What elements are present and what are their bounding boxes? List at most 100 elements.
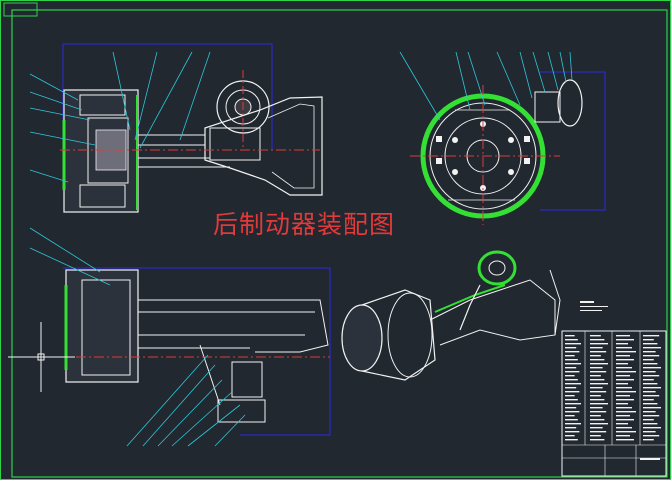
parts-list-row-stroke: [565, 343, 581, 345]
isometric-view: [341, 250, 561, 381]
parts-list-row-stroke: [565, 335, 575, 337]
dimension-frame-right: [540, 71, 606, 211]
parts-list-row-stroke: [616, 351, 636, 353]
camshaft-bracket: [209, 127, 261, 161]
corner-code-box: [3, 2, 38, 17]
iso-arm-highlight: [434, 284, 506, 313]
parts-list-row-stroke: [616, 399, 634, 401]
leader-lines-bottom-left: [29, 227, 246, 447]
parts-list-rows: [565, 335, 661, 441]
parts-list-row-stroke: [590, 395, 601, 397]
drum-inner-section: [81, 279, 131, 376]
parts-list-row-stroke: [565, 359, 578, 361]
parts-list-row-stroke: [565, 375, 575, 377]
parts-list-row-stroke: [643, 375, 660, 377]
top-left-view: [29, 43, 323, 213]
parts-list-row-stroke: [590, 343, 608, 345]
parts-list-row-stroke: [590, 407, 603, 409]
title-block-mark: [640, 458, 660, 460]
parts-list-row-stroke: [643, 399, 654, 401]
parts-list-row-stroke: [643, 395, 660, 397]
parts-list-row-stroke: [590, 347, 603, 349]
parts-list-row-stroke: [643, 335, 660, 337]
parts-list-row-stroke: [565, 351, 580, 353]
parts-list-row-stroke: [565, 423, 581, 425]
parts-list-row-stroke: [565, 371, 580, 373]
parts-list-row-stroke: [590, 375, 601, 377]
parts-list-row-stroke: [590, 415, 601, 417]
parts-list-row-stroke: [565, 387, 577, 389]
leader-lines-top-left: [29, 51, 211, 183]
iso-drum: [361, 289, 436, 381]
parts-list-row-stroke: [616, 367, 632, 369]
parts-list-row-stroke: [590, 427, 603, 429]
axle-beam-lines: [138, 299, 320, 349]
parts-list-row-stroke: [616, 363, 628, 365]
iso-bracket: [549, 269, 561, 336]
parts-list-row-stroke: [616, 375, 630, 377]
brake-chamber-bottom: [217, 399, 266, 423]
parts-list-row-stroke: [565, 391, 580, 393]
parts-list-row-stroke: [643, 363, 658, 365]
iso-pushrod: [459, 284, 481, 331]
parts-list-row-stroke: [616, 435, 630, 437]
iso-chamber-core: [488, 260, 506, 276]
parts-list-row-stroke: [590, 367, 603, 369]
bottom-left-view: [8, 227, 331, 447]
parts-list-row-stroke: [590, 359, 605, 361]
iso-drum-back: [387, 292, 433, 378]
parts-list-row-stroke: [565, 407, 577, 409]
parts-list-row-stroke: [565, 399, 578, 401]
axle-lines: [138, 134, 230, 168]
parts-list-row-stroke: [565, 427, 577, 429]
parts-list-row-stroke: [616, 403, 628, 405]
parts-list-row-stroke: [643, 343, 658, 345]
parts-list-row-stroke: [643, 383, 658, 385]
parts-list-row-stroke: [643, 371, 656, 373]
parts-list-row-stroke: [643, 347, 661, 349]
parts-list-row-stroke: [616, 411, 636, 413]
parts-list-row-stroke: [643, 359, 654, 361]
parts-list-row-stroke: [616, 395, 630, 397]
parts-list-row-stroke: [565, 395, 575, 397]
parts-list-row-stroke: [643, 427, 661, 429]
parts-list-row-stroke: [590, 371, 607, 373]
brake-chamber-side: [557, 79, 583, 127]
parts-list-row-stroke: [643, 435, 660, 437]
parts-list-row-stroke: [643, 355, 660, 357]
parts-list-row-stroke: [643, 403, 658, 405]
parts-list-row-stroke: [590, 387, 603, 389]
parts-list-row-stroke: [565, 347, 577, 349]
leader-lines-top-right: [399, 51, 573, 121]
parts-list-row-stroke: [565, 411, 580, 413]
parts-list-row-stroke: [590, 411, 607, 413]
parts-list-row-stroke: [565, 379, 578, 381]
parts-list-row-stroke: [565, 435, 575, 437]
top-right-view: [399, 51, 606, 225]
cad-crosshair: [8, 322, 75, 392]
parts-list-row-stroke: [643, 387, 661, 389]
parts-list-row-stroke: [616, 431, 636, 433]
parts-list-row-stroke: [590, 351, 607, 353]
inner-border: [11, 9, 668, 478]
suspension-arm: [204, 96, 323, 196]
brake-shoe-top: [79, 94, 126, 116]
parts-list-row-stroke: [643, 423, 658, 425]
parts-list-row-stroke: [616, 355, 630, 357]
drawing-title: 后制动器装配图: [213, 210, 396, 239]
dimension-frame-bottom: [63, 267, 331, 436]
parts-list-row-stroke: [616, 383, 628, 385]
parts-list-row-stroke: [565, 419, 578, 421]
parts-list-row-stroke: [590, 419, 605, 421]
parts-list-row-stroke: [616, 371, 636, 373]
parts-list-row-stroke: [643, 439, 654, 441]
parts-list-row-stroke: [616, 335, 630, 337]
push-rod: [199, 344, 221, 406]
parts-list-row-stroke: [643, 415, 660, 417]
parts-list-row-stroke: [643, 391, 656, 393]
chamber-bracket: [534, 91, 561, 123]
parts-list-row-stroke: [616, 387, 632, 389]
parts-list-row-stroke: [590, 391, 607, 393]
parts-list-row-stroke: [565, 415, 575, 417]
